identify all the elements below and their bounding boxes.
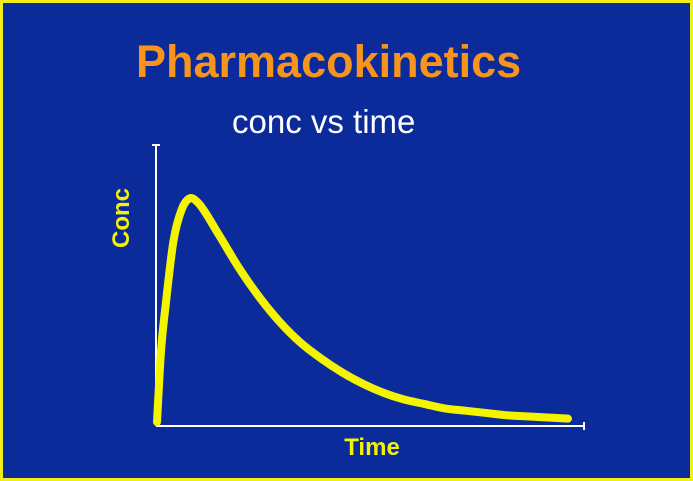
chart-title: Pharmacokinetics	[136, 38, 521, 86]
chart-title-text: Pharmacokinetics	[136, 36, 522, 87]
x-axis-label: Time	[344, 434, 400, 461]
chart-subtitle-text: conc vs time	[232, 103, 416, 140]
y-axis-label: Conc	[108, 188, 135, 248]
concentration-curve	[153, 194, 572, 426]
chart-subtitle: conc vs time	[232, 104, 415, 140]
